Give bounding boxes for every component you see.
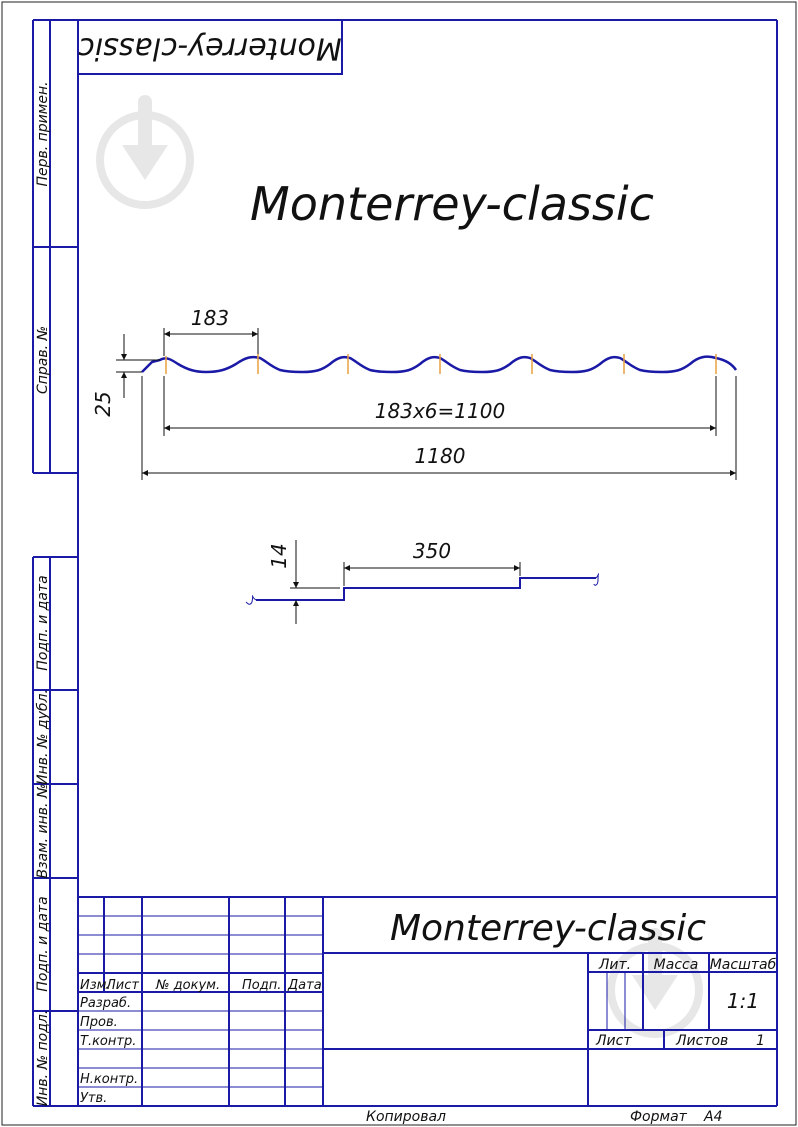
- footer-kopiroval: Копировал: [366, 1109, 446, 1125]
- drawing-frame: [77, 19, 778, 1107]
- dim-total-label: 1180: [415, 444, 466, 468]
- dim-step-length-label: 350: [413, 539, 451, 563]
- row-razrab: Разраб.: [80, 996, 131, 1011]
- dim-pitch-label: 183: [191, 306, 229, 330]
- row-nkontr: Н.контр.: [80, 1072, 138, 1087]
- list-label: Лист: [595, 1033, 632, 1049]
- footer-format-value: A4: [703, 1109, 722, 1125]
- row-prov: Пров.: [80, 1015, 118, 1030]
- masshtab-label: Масштаб: [710, 957, 777, 973]
- col-data: Дата: [287, 978, 322, 993]
- side-label-vzam-inv: Взам. инв. №: [35, 783, 51, 878]
- step-profile-line: [256, 577, 596, 601]
- listov-value: 1: [756, 1033, 765, 1049]
- massa-label: Масса: [654, 957, 699, 973]
- watermark-logo-icon: [96, 95, 194, 209]
- side-label-inv-podl: Инв. № подл.: [35, 1010, 51, 1107]
- crest-markers: [165, 354, 717, 374]
- title-block-frame: [78, 896, 777, 1106]
- step-dimensions: [290, 540, 521, 624]
- lit-label: Лит.: [598, 957, 631, 973]
- left-side-strip: [32, 19, 78, 1107]
- col-podp: Подп.: [242, 978, 281, 993]
- col-izm: Изм.: [80, 978, 111, 993]
- dim-step-height-label: 14: [267, 543, 291, 568]
- title-block-name: Monterrey-classic: [390, 908, 706, 949]
- row-tkontr: Т.контр.: [80, 1034, 136, 1049]
- profile-dimensions: [116, 328, 737, 480]
- row-utv: Утв.: [80, 1091, 107, 1106]
- footer-format-label: Формат: [630, 1109, 688, 1125]
- side-label-podp-data-1: Подп. и дата: [35, 575, 51, 670]
- side-label-sprav-no: Справ. №: [35, 326, 51, 394]
- side-label-inv-dubl: Инв. № дубл.: [35, 689, 51, 785]
- listov-label: Листов: [675, 1033, 728, 1049]
- side-label-perv-primen: Перв. примен.: [35, 81, 51, 186]
- col-docum: № докум.: [155, 978, 220, 993]
- dim-height-label: 25: [91, 391, 115, 416]
- side-label-podp-data-2: Подп. и дата: [35, 896, 51, 991]
- drawing-title: Monterrey-classic: [250, 177, 654, 231]
- title-block-thin-lines: [78, 915, 626, 1088]
- dim-span-label: 183x6=1100: [375, 399, 505, 423]
- col-list: Лист: [105, 978, 139, 993]
- sheet-profile-line: [141, 355, 738, 374]
- scale-value: 1:1: [727, 989, 759, 1013]
- step-break-marks: [245, 573, 599, 605]
- top-stamp-title: Monterrey-classic: [78, 31, 342, 66]
- top-stamp-box: [77, 19, 343, 75]
